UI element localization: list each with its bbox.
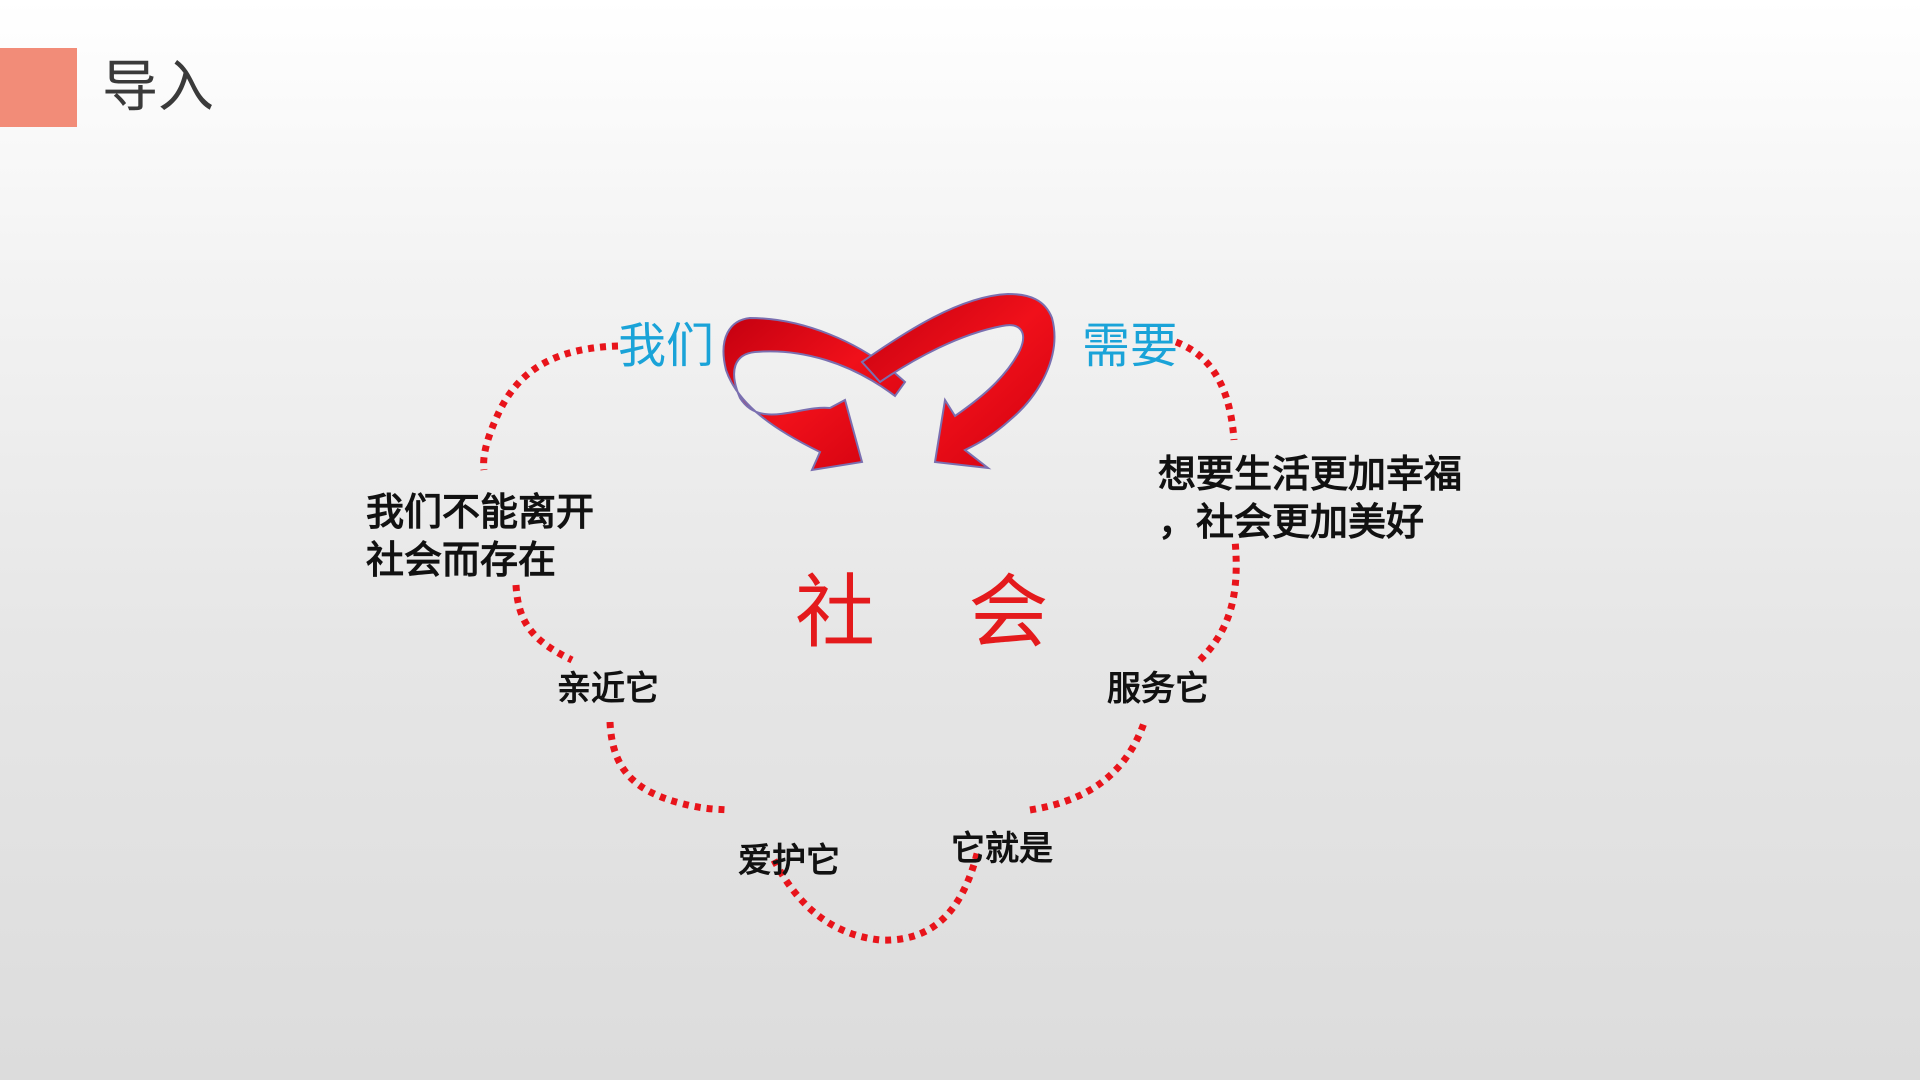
left-statement-line-2: 社会而存在 — [366, 538, 557, 582]
right-statement: 想要生活更加幸福 ，社会更加美好 — [1158, 450, 1462, 546]
dotted-heart-outline — [480, 338, 1240, 944]
dotted-segment-bottom — [770, 849, 982, 944]
dotted-segment-right — [1197, 539, 1240, 663]
left-statement: 我们不能离开 社会而存在 — [366, 488, 594, 584]
left-statement-line-1: 我们不能离开 — [366, 490, 595, 534]
dotted-segment-lower-right — [1029, 718, 1149, 814]
dotted-segment-lower-left — [606, 721, 729, 814]
right-statement-line-1: 想要生活更加幸福 — [1158, 452, 1463, 496]
dotted-segment-top-left — [480, 342, 619, 471]
title-accent-block — [0, 48, 77, 127]
center-society: 社 会 — [795, 566, 1083, 659]
node-protect: 爱护它 — [738, 841, 840, 881]
node-approach: 亲近它 — [557, 669, 659, 709]
node-is-it: 它就是 — [951, 829, 1053, 869]
ribbon-arrow-icon — [722, 292, 1056, 472]
node-serve: 服务它 — [1107, 669, 1209, 709]
label-need: 需要 — [1082, 318, 1179, 374]
ribbon-left-band — [722, 316, 907, 472]
dotted-segment-left — [512, 584, 574, 664]
page-title: 导入 — [102, 55, 214, 120]
dotted-segment-top-right — [1174, 338, 1238, 441]
label-we: 我们 — [618, 318, 715, 374]
ribbon-right-band — [860, 292, 1056, 470]
right-statement-line-2: ，社会更加美好 — [1158, 500, 1425, 544]
